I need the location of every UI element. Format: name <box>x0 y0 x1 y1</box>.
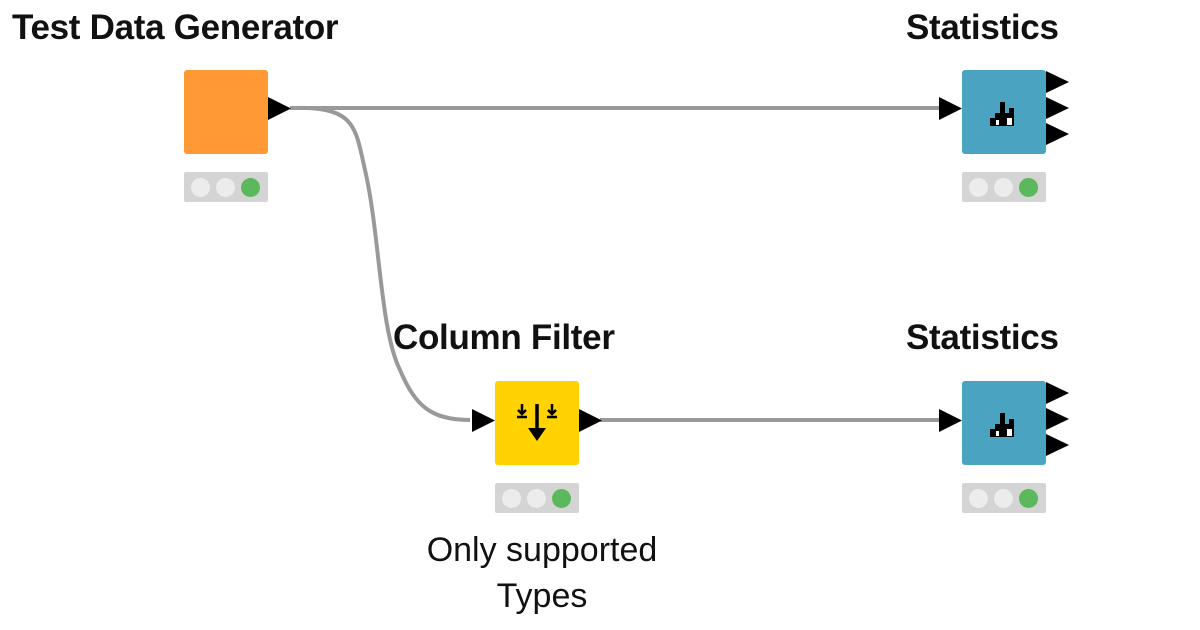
node-annotation: Only supported Types <box>362 527 722 619</box>
node-status-indicator <box>495 483 579 513</box>
output-port-icon[interactable] <box>1046 71 1069 93</box>
status-light-green <box>1019 489 1038 508</box>
node-box-manipulator[interactable] <box>495 381 579 465</box>
output-port-icon[interactable] <box>1046 408 1069 430</box>
node-title: Statistics <box>906 8 1059 47</box>
status-light-red <box>969 489 988 508</box>
status-light-yellow <box>994 178 1013 197</box>
status-light-red <box>969 178 988 197</box>
status-light-green <box>552 489 571 508</box>
status-light-yellow <box>994 489 1013 508</box>
status-light-green <box>1019 178 1038 197</box>
status-light-red <box>502 489 521 508</box>
output-port-icon[interactable] <box>579 409 602 432</box>
node-annotation-line: Only supported <box>426 531 658 569</box>
connection-generator-to-column-filter[interactable] <box>289 105 471 422</box>
node-box-source[interactable] <box>184 70 268 154</box>
output-port-icon[interactable] <box>1046 434 1069 456</box>
node-title: Column Filter <box>393 318 615 357</box>
node-title: Test Data Generator <box>12 8 339 47</box>
output-port-icon[interactable] <box>1046 97 1069 119</box>
status-light-yellow <box>216 178 235 197</box>
node-box-visualizer[interactable] <box>962 381 1046 465</box>
status-light-red <box>191 178 210 197</box>
status-light-green <box>241 178 260 197</box>
input-port-icon[interactable] <box>939 409 962 432</box>
node-status-indicator <box>184 172 268 202</box>
output-port-icon[interactable] <box>1046 123 1069 145</box>
node-title: Statistics <box>906 318 1059 357</box>
output-port-icon[interactable] <box>1046 382 1069 404</box>
column-filter-icon <box>517 404 557 441</box>
node-status-indicator <box>962 172 1046 202</box>
status-light-yellow <box>527 489 546 508</box>
statistics-icon <box>990 102 1014 126</box>
input-port-icon[interactable] <box>939 97 962 120</box>
node-annotation-line: Types <box>496 577 588 615</box>
output-port-icon[interactable] <box>268 97 291 120</box>
node-box-visualizer[interactable] <box>962 70 1046 154</box>
node-status-indicator <box>962 483 1046 513</box>
input-port-icon[interactable] <box>472 409 495 432</box>
statistics-icon <box>990 413 1014 437</box>
